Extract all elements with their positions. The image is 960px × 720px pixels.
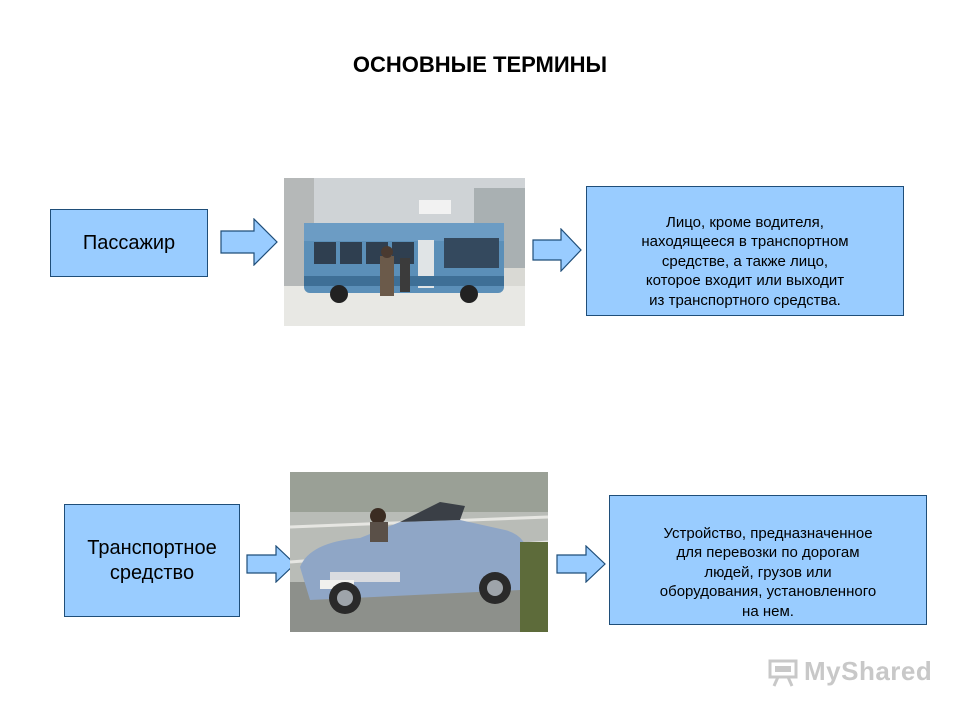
definition-text-passenger: Лицо, кроме водителя, находящееся в тран…	[641, 213, 849, 309]
definition-box-vehicle: Устройство, предназначенное для перевозк…	[609, 495, 927, 625]
presentation-icon	[768, 659, 798, 687]
bus-photo	[284, 178, 525, 326]
slide-title: ОСНОВНЫЕ ТЕРМИНЫ	[352, 52, 608, 77]
arrow-right-icon	[532, 228, 582, 272]
arrow-right-icon	[246, 545, 296, 583]
definition-box-passenger: Лицо, кроме водителя, находящееся в тран…	[586, 186, 904, 316]
arrow-right-icon	[220, 218, 278, 266]
arrow-right-icon	[556, 545, 606, 583]
term-box-vehicle: Транспортное средство	[64, 504, 240, 617]
term-box-passenger: Пассажир	[50, 209, 208, 277]
definition-text-vehicle: Устройство, предназначенное для перевозк…	[659, 524, 877, 620]
term-label-vehicle: Транспортное средство	[87, 536, 217, 584]
watermark-text: MyShared	[804, 656, 933, 686]
term-label-passenger: Пассажир	[82, 231, 176, 254]
car-photo	[290, 472, 548, 632]
watermark-logo: MyShared	[768, 656, 932, 687]
